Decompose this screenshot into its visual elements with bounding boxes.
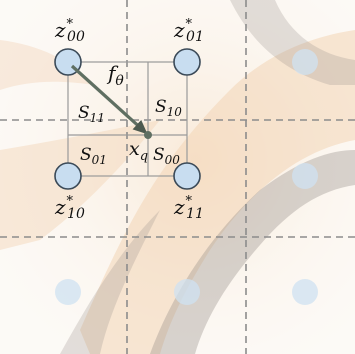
node-z01 (173, 48, 201, 76)
label-s11: S11 (78, 103, 105, 125)
node-z10 (54, 162, 82, 190)
label-z00: z*00 (54, 17, 85, 45)
label-s01: S01 (80, 145, 107, 167)
local-ensemble-box (67, 61, 188, 177)
node-z11 (173, 162, 201, 190)
label-z11: z*11 (173, 194, 204, 222)
label-x-q: xq (129, 138, 148, 164)
label-z10: z*10 (54, 194, 85, 222)
label-s00: S00 (153, 145, 180, 167)
mapping-arrow (70, 64, 152, 139)
label-s10: S10 (155, 97, 182, 119)
faded-latent-nodes (55, 49, 318, 305)
label-z01: z*01 (173, 17, 204, 45)
query-point (144, 131, 152, 139)
